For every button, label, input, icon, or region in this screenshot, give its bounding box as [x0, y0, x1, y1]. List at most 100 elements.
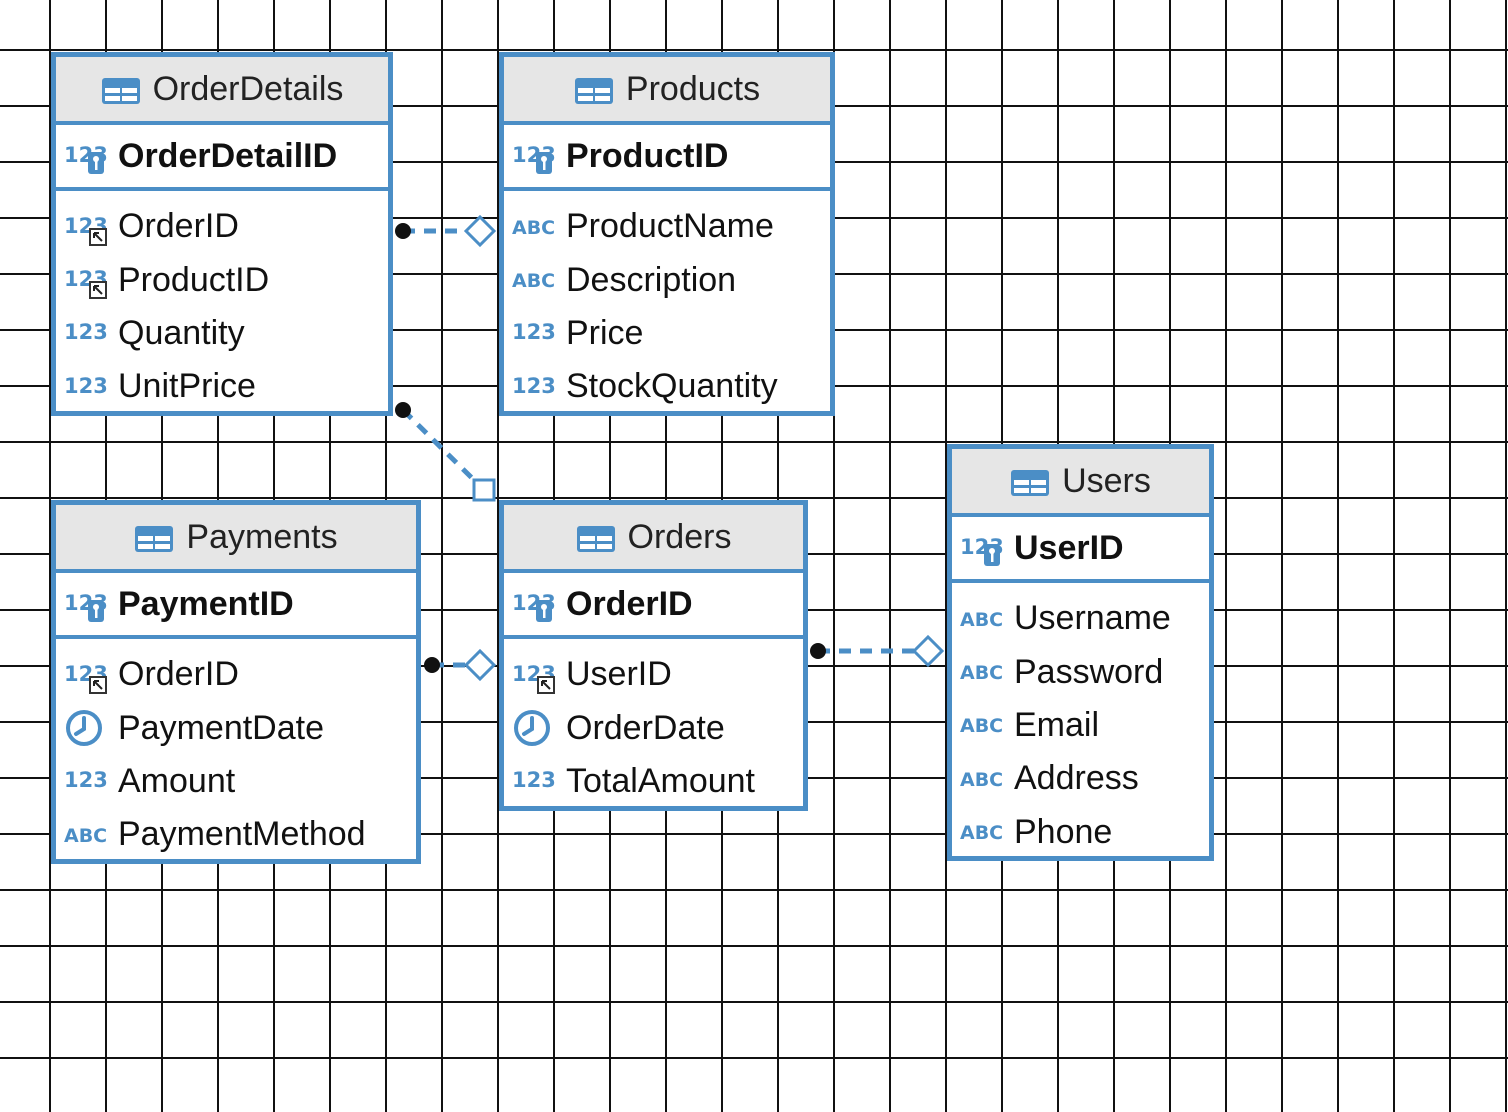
- entity-title: Payments: [186, 517, 338, 556]
- column-name: OrderDate: [566, 708, 725, 747]
- primary-key-icon: 123: [960, 528, 1008, 568]
- column-row-orderdate[interactable]: OrderDate: [504, 701, 803, 754]
- svg-text:ABC: ABC: [960, 662, 1003, 684]
- column-name: Phone: [1014, 812, 1113, 851]
- column-name: OrderID: [118, 207, 239, 246]
- column-name: Email: [1014, 705, 1100, 744]
- entity-title: OrderDetails: [152, 69, 344, 108]
- svg-text:ABC: ABC: [960, 822, 1003, 844]
- svg-text:123: 123: [512, 320, 556, 344]
- table-icon: [134, 523, 174, 552]
- entity-header[interactable]: Products: [504, 57, 830, 125]
- entity-title: Products: [625, 69, 761, 108]
- foreign-key-number-icon: 123: [512, 655, 560, 695]
- svg-text:ABC: ABC: [960, 609, 1003, 631]
- column-name: Amount: [118, 761, 236, 800]
- entity-header[interactable]: Orders: [504, 505, 803, 573]
- column-name: PaymentMethod: [118, 815, 366, 854]
- number-type-icon: 123: [64, 313, 112, 353]
- entity-header[interactable]: Users: [952, 449, 1209, 517]
- column-row-paymentmethod[interactable]: ABC PaymentMethod: [56, 808, 416, 861]
- table-icon: [1010, 467, 1050, 496]
- text-type-icon: ABC: [64, 815, 112, 855]
- column-name: Username: [1014, 599, 1171, 638]
- number-type-icon: 123: [512, 313, 560, 353]
- column-row-address[interactable]: ABC Address: [952, 752, 1209, 805]
- foreign-key-number-icon: 123: [64, 260, 112, 300]
- entity-header[interactable]: OrderDetails: [56, 57, 388, 125]
- primary-key-icon: 123: [512, 136, 560, 176]
- svg-text:ABC: ABC: [960, 769, 1003, 791]
- clock-datetime-icon: [512, 708, 560, 748]
- column-name: PaymentDate: [118, 708, 324, 747]
- column-name: ProductName: [566, 207, 774, 246]
- clock-datetime-icon: [64, 708, 112, 748]
- column-row-paymentdate[interactable]: PaymentDate: [56, 701, 416, 754]
- relation-payments-orders: [424, 648, 497, 682]
- entity-header[interactable]: Payments: [56, 505, 416, 573]
- number-type-icon: 123: [64, 761, 112, 801]
- column-row-username[interactable]: ABC Username: [952, 592, 1209, 645]
- svg-text:123: 123: [512, 768, 556, 792]
- number-type-icon: 123: [512, 367, 560, 407]
- column-name: Price: [566, 313, 644, 352]
- column-name: Description: [566, 260, 737, 299]
- column-row-phone[interactable]: ABC Phone: [952, 806, 1209, 859]
- primary-key-name: ProductID: [566, 136, 729, 175]
- table-icon: [101, 75, 141, 104]
- primary-key-name: UserID: [1014, 528, 1124, 567]
- column-row-amount[interactable]: 123 Amount: [56, 755, 416, 808]
- primary-key-name: PaymentID: [118, 584, 294, 623]
- column-row-productname[interactable]: ABC ProductName: [504, 200, 830, 253]
- foreign-key-number-icon: 123: [64, 655, 112, 695]
- primary-key-icon: 123: [64, 136, 112, 176]
- column-name: UnitPrice: [118, 367, 256, 406]
- text-type-icon: ABC: [960, 812, 1008, 852]
- entity-title: Orders: [627, 517, 732, 556]
- svg-text:123: 123: [64, 768, 108, 792]
- text-type-icon: ABC: [512, 207, 560, 247]
- svg-text:ABC: ABC: [512, 217, 555, 239]
- column-row-price[interactable]: 123 Price: [504, 307, 830, 360]
- text-type-icon: ABC: [512, 260, 560, 300]
- text-type-icon: ABC: [960, 599, 1008, 639]
- column-row-email[interactable]: ABC Email: [952, 699, 1209, 752]
- number-type-icon: 123: [64, 367, 112, 407]
- svg-text:123: 123: [512, 374, 556, 398]
- svg-text:ABC: ABC: [960, 715, 1003, 737]
- primary-key-name: OrderID: [566, 584, 693, 623]
- text-type-icon: ABC: [960, 759, 1008, 799]
- column-name: Address: [1014, 759, 1139, 798]
- entity-title: Users: [1062, 461, 1151, 500]
- column-name: ProductID: [118, 260, 270, 299]
- column-name: Quantity: [118, 313, 245, 352]
- svg-text:ABC: ABC: [64, 825, 107, 847]
- primary-key-name: OrderDetailID: [118, 136, 338, 175]
